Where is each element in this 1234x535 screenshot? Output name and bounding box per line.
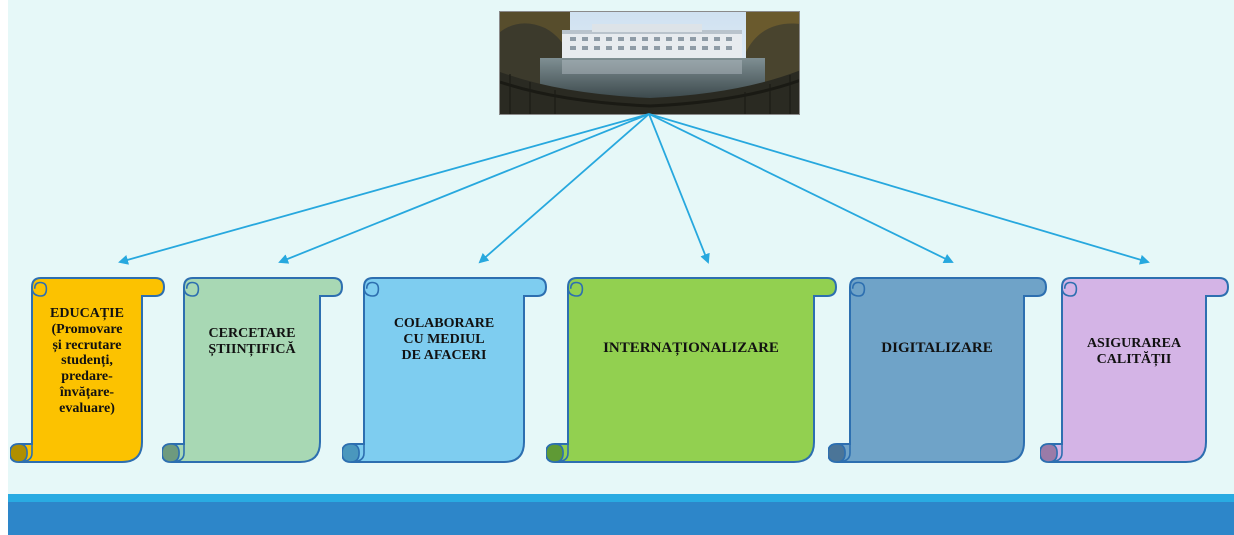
arrow-to-educatie — [118, 113, 650, 265]
scroll-digitalizare-shape — [828, 277, 1048, 463]
scroll-internationalizare-top-curl — [567, 281, 584, 297]
scroll-educatie-shape — [10, 277, 166, 463]
scroll-cercetare: CERCETARE ȘTIINȚIFICĂ — [162, 276, 346, 464]
scroll-asigurarea-bottom-edge — [1048, 444, 1063, 463]
scroll-cercetare-label: CERCETARE ȘTIINȚIFICĂ — [208, 326, 296, 357]
arrow-to-internationalizare — [648, 113, 710, 264]
scroll-asigurarea-label: ASIGURAREA CALITĂȚII — [1086, 336, 1182, 367]
scroll-digitalizare-bottom-curl — [828, 443, 846, 463]
footer-band-light — [8, 494, 1234, 502]
scroll-asigurarea-top-curl — [1061, 281, 1078, 297]
scroll-educatie: EDUCAȚIE (Promovare și recrutare studenț… — [10, 276, 168, 464]
scroll-internationalizare: INTERNAȚIONALIZARE — [546, 276, 840, 464]
scroll-digitalizare-top-curl — [849, 281, 866, 297]
scroll-educatie-top-curl — [31, 281, 48, 297]
arrow-to-cercetare — [278, 113, 650, 264]
scroll-internationalizare-label: INTERNAȚIONALIZARE — [603, 340, 779, 356]
scroll-colaborare-label: COLABORARE CU MEDIUL DE AFACERI — [393, 316, 495, 363]
scroll-colaborare-shape — [342, 277, 548, 463]
scroll-cercetare-shape — [162, 277, 344, 463]
scroll-asigurarea-shape — [1040, 277, 1230, 463]
scroll-asigurarea: ASIGURAREA CALITĂȚII — [1040, 276, 1232, 464]
scroll-colaborare-top-curl — [363, 281, 380, 297]
scroll-digitalizare: DIGITALIZARE — [828, 276, 1050, 464]
scroll-educatie-bottom-edge — [18, 444, 33, 463]
scroll-asigurarea-bottom-curl — [1040, 443, 1058, 463]
scroll-cercetare-bottom-edge — [170, 444, 185, 463]
scroll-colaborare: COLABORARE CU MEDIUL DE AFACERI — [342, 276, 550, 464]
scroll-digitalizare-bottom-edge — [836, 444, 851, 463]
arrow-to-colaborare — [478, 113, 650, 264]
arrow-to-digitalizare — [648, 113, 954, 263]
scroll-educatie-bottom-curl — [10, 443, 28, 463]
scroll-colaborare-bottom-curl — [342, 443, 360, 463]
scroll-cercetare-bottom-curl — [162, 443, 180, 463]
university-building-photo — [499, 11, 800, 115]
scroll-internationalizare-shape — [546, 277, 838, 463]
scroll-internationalizare-bottom-curl — [546, 443, 564, 463]
scroll-digitalizare-label: DIGITALIZARE — [881, 340, 993, 356]
photo-graphic — [500, 12, 799, 114]
arrow-to-asigurarea — [648, 113, 1150, 265]
scroll-internationalizare-bottom-edge — [554, 444, 569, 463]
scroll-colaborare-bottom-edge — [350, 444, 365, 463]
scroll-educatie-label: EDUCAȚIE (Promovare și recrutare studenț… — [50, 306, 124, 416]
scroll-cercetare-top-curl — [183, 281, 200, 297]
footer-band — [8, 502, 1234, 535]
